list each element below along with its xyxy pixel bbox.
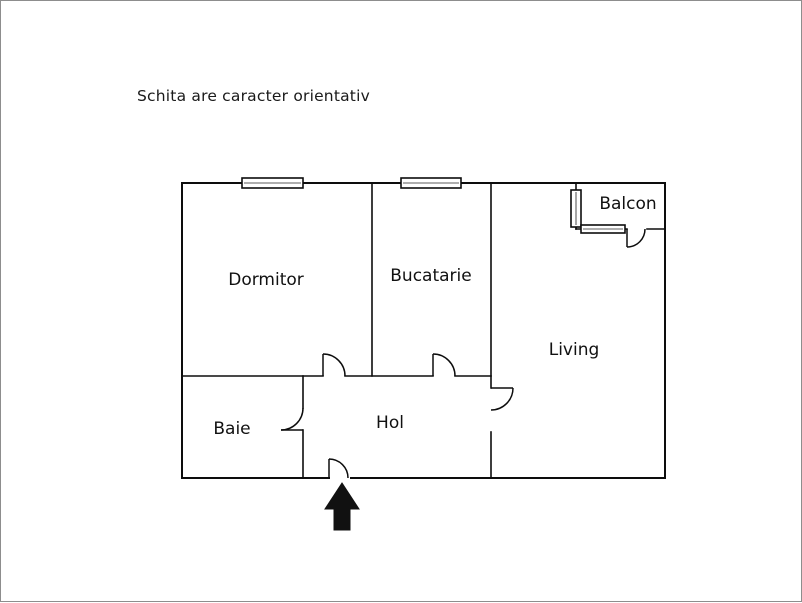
doors [280, 228, 646, 479]
window-balcon-side-icon [570, 189, 582, 228]
room-label-hol: Hol [376, 413, 404, 433]
entrance-arrow-icon [324, 482, 360, 531]
window-balcon-front-icon [580, 224, 626, 234]
room-labels: Dormitor Bucatarie Living Balcon Baie Ho… [213, 194, 656, 439]
door-dormitor-icon [322, 353, 346, 377]
door-living-icon [490, 387, 514, 411]
room-label-balcon: Balcon [599, 194, 656, 214]
room-label-dormitor: Dormitor [228, 270, 304, 290]
door-balcon-icon [626, 228, 646, 248]
door-baie-icon [280, 407, 304, 431]
windows [241, 177, 626, 234]
outer-walls [181, 182, 666, 479]
door-bucatarie-icon [432, 353, 456, 377]
window-bucatarie-icon [400, 177, 462, 189]
room-label-bucatarie: Bucatarie [390, 266, 471, 286]
window-dormitor-icon [241, 177, 304, 189]
door-entrance-icon [328, 458, 349, 479]
room-label-baie: Baie [213, 419, 250, 439]
room-label-living: Living [549, 340, 600, 360]
plan-notice-text: Schita are caracter orientativ [137, 87, 370, 105]
